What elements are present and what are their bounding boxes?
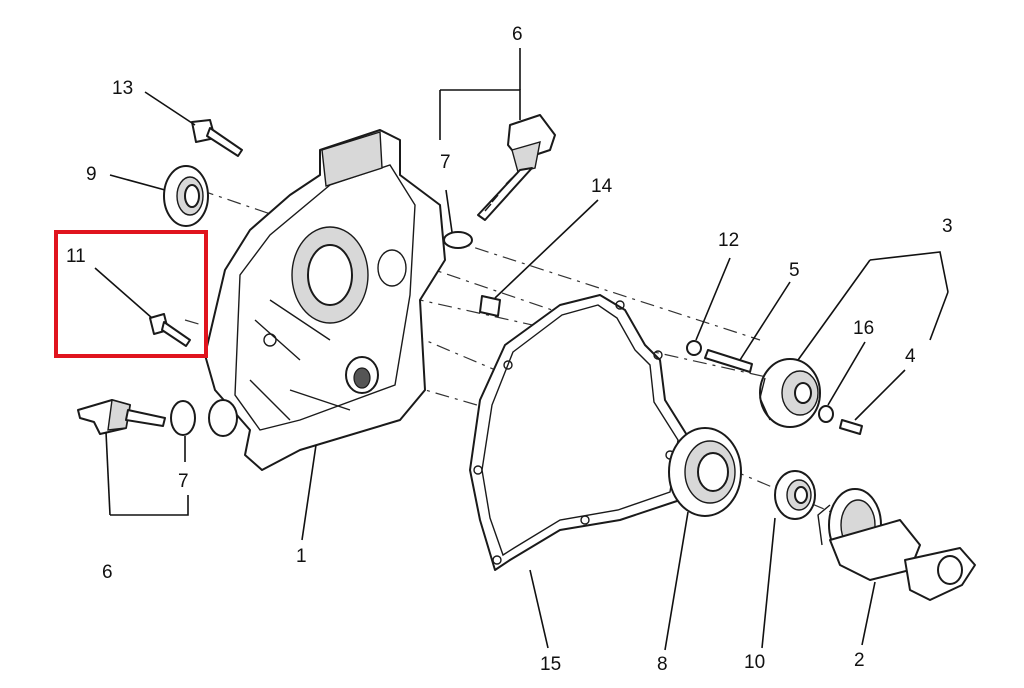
o-ring-bottom [170, 400, 196, 436]
callout-2: 2 [854, 650, 865, 671]
dowel-pin [479, 295, 501, 317]
callout-1: 1 [296, 546, 307, 567]
callout-13: 13 [112, 78, 133, 99]
governor-pin [839, 419, 863, 435]
crankshaft [817, 488, 976, 601]
callout-5: 5 [789, 260, 800, 281]
oil-filler-cap-bottom [77, 399, 166, 435]
callout-16: 16 [853, 318, 874, 339]
callout-4: 4 [905, 346, 916, 367]
cover-spring [208, 399, 238, 437]
callout-labels: 1 2 3 4 5 6 6 7 7 8 9 10 11 12 13 14 15 … [66, 24, 953, 675]
leader-lines [94, 48, 949, 651]
washer [686, 340, 702, 356]
callout-6-bottom: 6 [102, 562, 113, 583]
callout-15: 15 [540, 654, 561, 675]
flange-bolt [191, 119, 243, 157]
small-bolt [149, 313, 191, 347]
callout-8: 8 [657, 654, 668, 675]
governor-gear [759, 358, 821, 428]
needle-bearing [774, 470, 816, 520]
callout-7-top: 7 [440, 152, 451, 173]
crankcase-cover [204, 129, 446, 471]
oil-seal [163, 165, 209, 227]
oil-filler-cap-top [477, 114, 556, 221]
o-ring-top [443, 231, 473, 249]
callout-14: 14 [591, 176, 613, 197]
callout-3: 3 [942, 216, 953, 237]
callout-12: 12 [718, 230, 739, 251]
governor-shaft [704, 349, 753, 373]
callout-9: 9 [86, 164, 97, 185]
ball-bearing [668, 427, 742, 517]
callout-6-top: 6 [512, 24, 523, 45]
callout-7-bottom: 7 [178, 471, 189, 492]
gasket [469, 294, 691, 571]
callout-10: 10 [744, 652, 765, 673]
highlight-box [54, 230, 208, 358]
small-washer [818, 405, 834, 423]
callout-11: 11 [66, 246, 86, 267]
